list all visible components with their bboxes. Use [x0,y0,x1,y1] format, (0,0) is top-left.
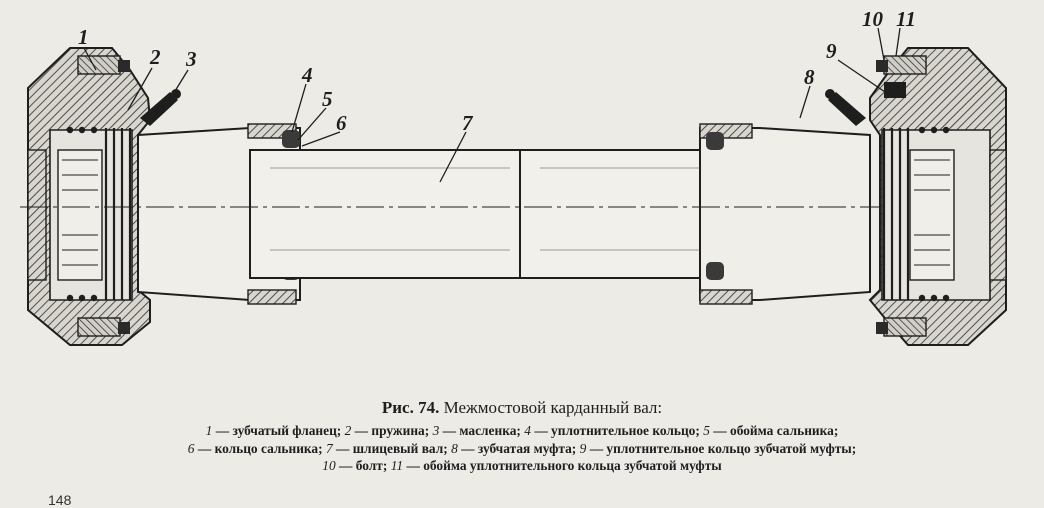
legend-num: 6 [187,440,195,456]
spline-shaft [20,123,1000,305]
callout-4: 4 [301,63,313,87]
legend-text: — пружина; [354,423,430,438]
leader-lines [83,27,901,183]
legend-text: — болт; [339,458,388,473]
legend-text: — обойма уплотнительного кольца зубчатой… [406,458,722,473]
figure-number: Рис. 74. [381,398,440,417]
callout-7: 7 [462,111,474,135]
legend-num: 9 [579,440,587,456]
figure-caption: Рис. 74. Межмостовой карданный вал: [0,398,1044,418]
legend-text: — шлицевый вал; [336,440,448,456]
legend-num: 2 [344,423,352,438]
legend-num: 1 [205,423,213,438]
legend-line-3: 10 — болт; 11 — обойма уплотнительного к… [66,457,978,475]
legend-text: — уплотнительное кольцо зубчатой муфты; [589,440,857,456]
legend-text: — уплотнительное кольцо; [534,423,700,438]
callout-10: 10 [862,7,884,31]
legend-num: 8 [451,440,458,456]
legend-num: 3 [432,423,440,438]
legend-num: 7 [325,440,333,456]
cardan-shaft-drawing: 1 2 3 4 5 6 7 8 9 10 11 [20,7,1007,346]
legend-num: 5 [703,423,710,438]
legend-text: — зубчатый фланец; [215,423,342,438]
callout-numbers: 1 2 3 4 5 6 7 8 9 10 11 [78,7,916,135]
legend-num: 10 [322,458,336,473]
left-flange-assembly [27,47,181,346]
callout-3: 3 [185,47,197,71]
figure-legend: 1 — зубчатый фланец; 2 — пружина; 3 — ма… [66,422,978,475]
figure-title: Межмостовой карданный вал: [443,398,663,417]
callout-2: 2 [149,45,161,69]
callout-9: 9 [826,39,837,63]
legend-line-2: 6 — кольцо сальника; 7 — шлицевый вал; 8… [66,440,978,458]
legend-text: — зубчатая муфта; [461,440,577,456]
page-number: 148 [48,492,72,508]
legend-num: 11 [390,458,404,473]
legend-text: — масленка; [442,423,521,438]
callout-5: 5 [322,87,333,111]
legend-text: — кольцо сальника; [197,440,323,456]
legend-num: 4 [524,423,531,438]
callout-1: 1 [78,25,89,49]
legend-text: — обойма сальника; [713,423,839,438]
callout-8: 8 [804,65,815,89]
legend-line-1: 1 — зубчатый фланец; 2 — пружина; 3 — ма… [66,422,978,440]
right-coupling-assembly [825,47,1007,346]
callout-11: 11 [896,7,916,31]
callout-6: 6 [336,111,347,135]
